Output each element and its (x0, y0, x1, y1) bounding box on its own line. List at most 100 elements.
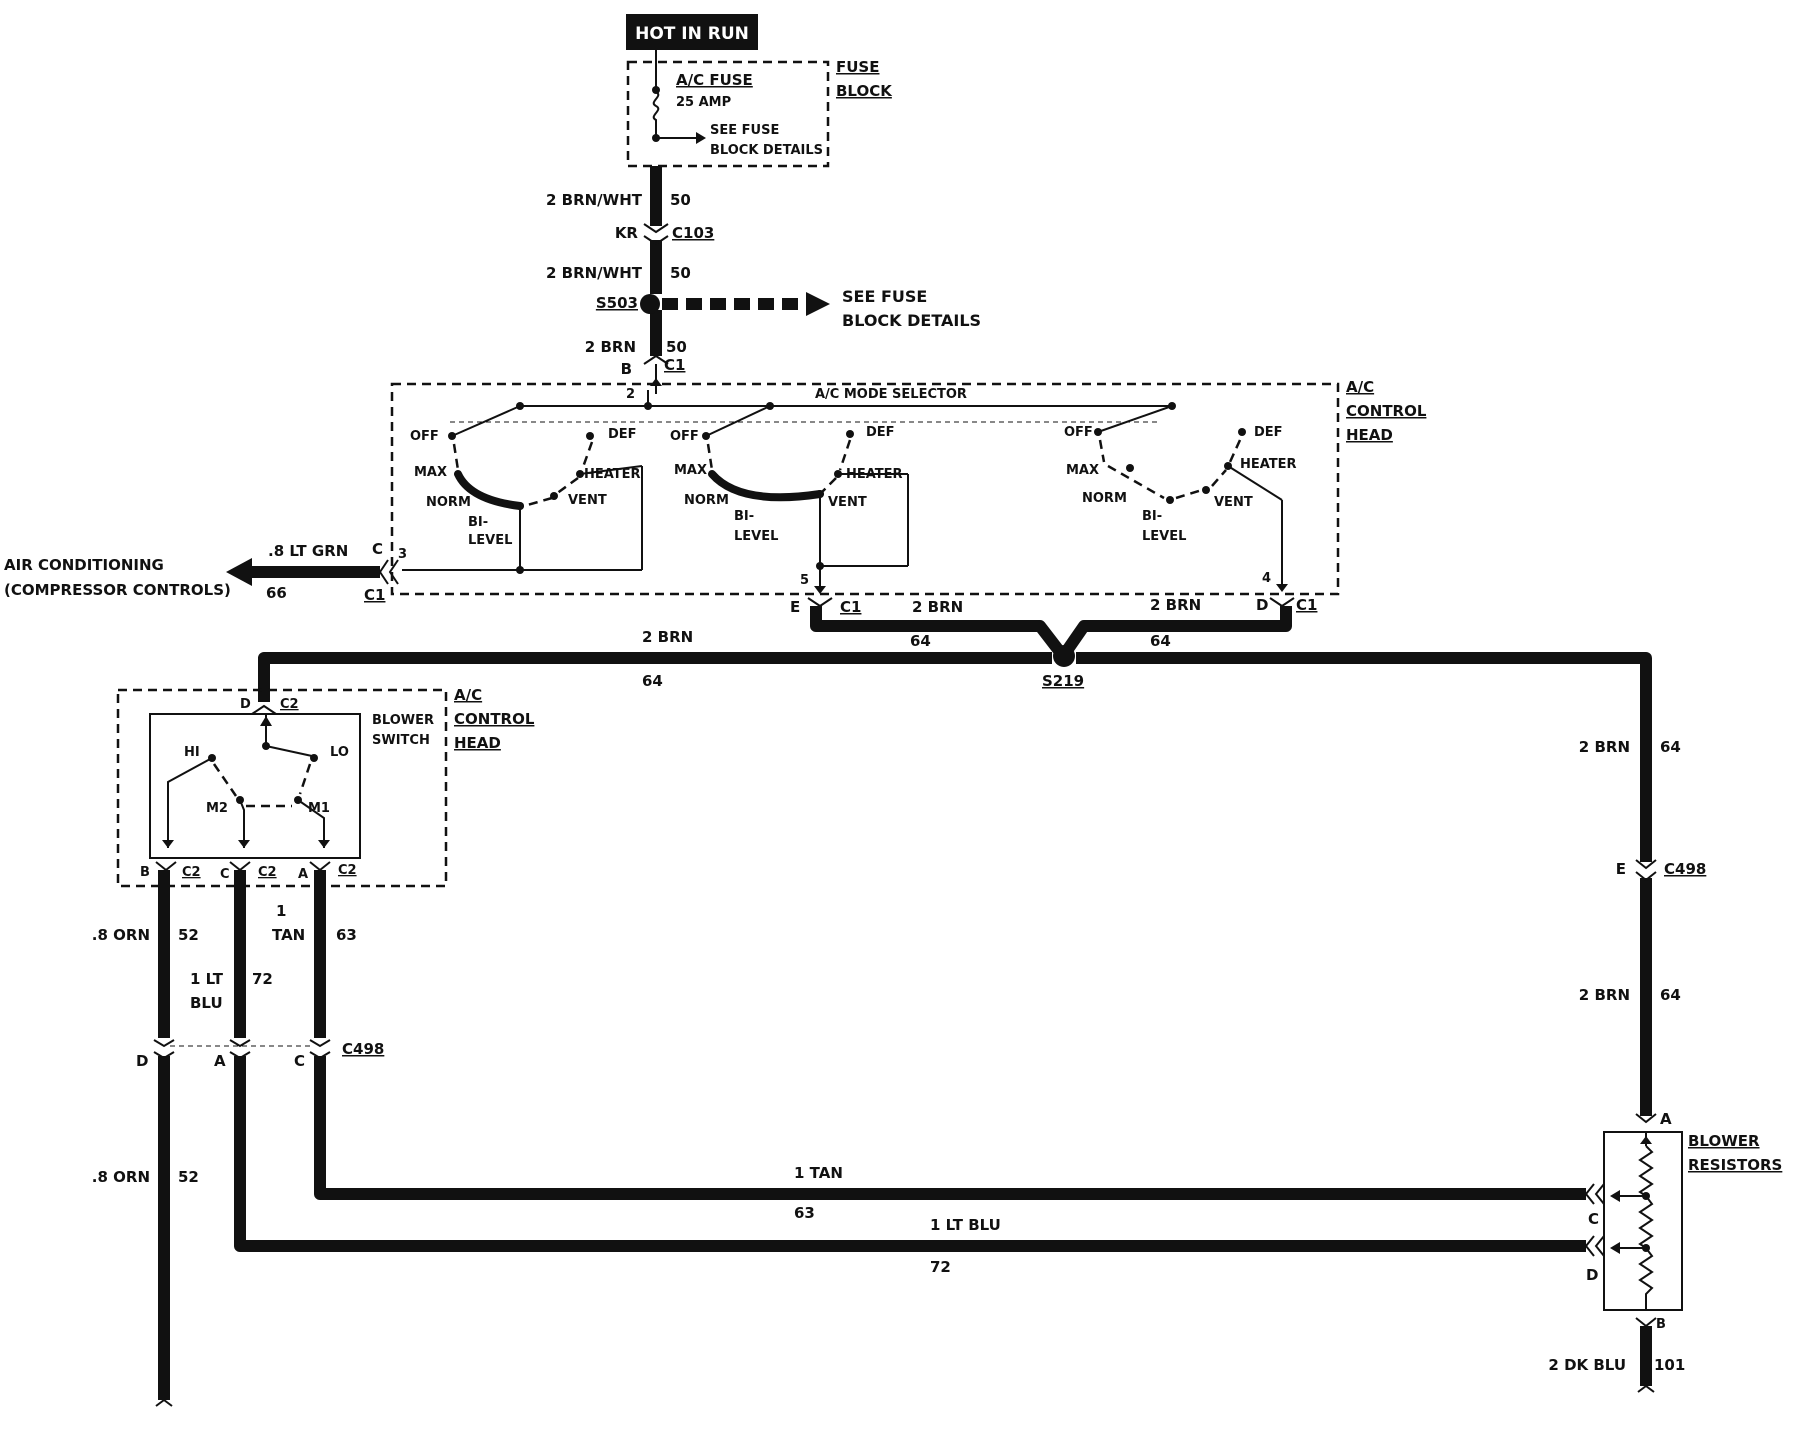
resistor-pin-a: A (1660, 1110, 1672, 1128)
feed-wire1-label: 2 BRN/WHT (546, 191, 643, 209)
tan-circuit: 63 (336, 926, 357, 944)
blower-head-label-line2: CONTROL (454, 710, 535, 728)
blower-head-a-pin: A (298, 867, 308, 882)
blower-resistors: A C D B BLOWER RESISTORS (1584, 1110, 1782, 1332)
mode3-off-label: OFF (1064, 425, 1093, 440)
mode-switch-2: OFF DEF MAX HEATER NORM VENT BI- LEVEL (670, 405, 909, 570)
blu-line2: BLU (190, 994, 223, 1012)
left-wire-label: 2 BRN (642, 628, 693, 646)
mode1-def-label: DEF (608, 427, 637, 442)
c103-pin: KR (615, 224, 639, 242)
mode2-bi-label: BI- (734, 509, 754, 524)
pin4-arrow-icon (1276, 584, 1288, 592)
blu-circuit: 72 (252, 970, 273, 988)
hot-in-run-box: HOT IN RUN (626, 14, 758, 50)
blower-head-c-pin: C (220, 867, 230, 882)
fuse-block-label-line1: FUSE (836, 58, 879, 76)
c498-c-pin: C (294, 1052, 305, 1070)
s219-name: S219 (1042, 672, 1084, 690)
orn2-label: .8 ORN (92, 1168, 150, 1186)
right-wire2-circuit: 64 (1660, 986, 1681, 1004)
blower-lo-label: LO (330, 745, 349, 760)
orn-label: .8 ORN (92, 926, 150, 944)
mode1-level-label: LEVEL (468, 533, 512, 548)
c1-name: C1 (664, 356, 685, 374)
mode3-norm-label: NORM (1082, 491, 1127, 506)
fuse-details-line1: SEE FUSE (710, 123, 779, 138)
mode3-max-label: MAX (1066, 463, 1099, 478)
pin-2: 2 (626, 387, 635, 402)
mode2-level-label: LEVEL (734, 529, 778, 544)
fuse-rating: 25 AMP (676, 95, 731, 110)
c103-connector-icon (643, 223, 669, 234)
wire-brn-64-e (810, 606, 1065, 656)
d-c1-connector-icon (1269, 597, 1295, 608)
d-wire-label: 2 BRN (1150, 596, 1201, 614)
resistor-coil-icon (1638, 1145, 1654, 1310)
mode1-max-label: MAX (414, 465, 447, 480)
control-head-label-line1: A/C (1346, 378, 1374, 396)
ac-control-head-top: A/C CONTROL HEAD A/C MODE SELECTOR 2 (390, 378, 1427, 596)
compressor-conn-name: C1 (364, 586, 385, 604)
c103-name: C103 (672, 224, 714, 242)
e-wire-circuit: 64 (910, 632, 931, 650)
blower-m2-label: M2 (206, 801, 228, 816)
c1-connector-icon (643, 354, 669, 365)
e-c1-connector-icon (807, 597, 833, 608)
tan-line2: TAN (272, 926, 305, 944)
control-head-label-line3: HEAD (1346, 426, 1393, 444)
s219-splice (1053, 645, 1075, 667)
ac-control-head-blower: D C2 A/C CONTROL HEAD BLOWER SWITCH HI L… (116, 686, 535, 888)
blu-run-label: 1 LT BLU (930, 1216, 1001, 1234)
blower-head-c-conn: C2 (258, 865, 277, 880)
blower-head-label-line1: A/C (454, 686, 482, 704)
feed-wire3-label: 2 BRN (585, 338, 636, 356)
c498-right-connector-icon (1635, 859, 1657, 870)
resistor-pin-b: B (1656, 1317, 1666, 1332)
feed-wire2-circuit: 50 (670, 264, 691, 282)
out-wire-circuit: 101 (1654, 1356, 1685, 1374)
s503-splice (640, 294, 660, 314)
blower-head-d-conn: C2 (280, 697, 299, 712)
compressor-wire-label: .8 LT GRN (268, 542, 348, 560)
blu-line1: 1 LT (190, 970, 224, 988)
hot-in-run-label: HOT IN RUN (635, 24, 749, 44)
wire-brn-64-right (1076, 652, 1652, 862)
wire-brn-64-left (258, 652, 1052, 702)
d-wire-circuit: 64 (1150, 632, 1171, 650)
mode1-vent-label: VENT (568, 493, 607, 508)
compressor-wire-circuit: 66 (266, 584, 287, 602)
fuse-block-label-line2: BLOCK (836, 82, 893, 100)
mode3-heater-label: HEATER (1240, 457, 1297, 472)
blower-switch-line2: SWITCH (372, 733, 430, 748)
mode3-vent-label: VENT (1214, 495, 1253, 510)
mode2-off-label: OFF (670, 429, 699, 444)
s503-see-line1: SEE FUSE (842, 287, 927, 306)
blower-head-d-pin: D (240, 697, 251, 712)
tan-run-label: 1 TAN (794, 1164, 843, 1182)
resistor-d-connector-icon (1584, 1235, 1595, 1257)
right-c498-name: C498 (1664, 860, 1706, 878)
s503-see-line2: BLOCK DETAILS (842, 311, 981, 330)
mode2-def-label: DEF (866, 425, 895, 440)
c1-pin: B (621, 360, 632, 378)
c498-connector-left: D A C C498 (136, 1039, 384, 1070)
fuse-details-line2: BLOCK DETAILS (710, 143, 823, 158)
mode-switch-1: OFF DEF MAX HEATER NORM VENT BI- LEVEL (402, 405, 643, 574)
d-conn: C1 (1296, 596, 1317, 614)
mode2-vent-label: VENT (828, 495, 867, 510)
wire-lt-blu-72-b (234, 1056, 1586, 1252)
right-c498-pin: E (1616, 860, 1626, 878)
compressor-controls: AIR CONDITIONING (COMPRESSOR CONTROLS) .… (4, 540, 399, 604)
e-conn: C1 (840, 598, 861, 616)
pin5-arrow-icon (814, 586, 826, 594)
resistors-label-line1: BLOWER (1688, 1132, 1760, 1150)
c498-name-left: C498 (342, 1040, 384, 1058)
compressor-conn-pin: C (372, 540, 383, 558)
orn2-circuit: 52 (178, 1168, 199, 1186)
pin-4: 4 (1262, 571, 1271, 586)
mode1-heater-label: HEATER (584, 467, 641, 482)
d-pin: D (1256, 596, 1268, 614)
mode1-norm-label: NORM (426, 495, 471, 510)
blower-switch-line1: BLOWER (372, 713, 434, 728)
